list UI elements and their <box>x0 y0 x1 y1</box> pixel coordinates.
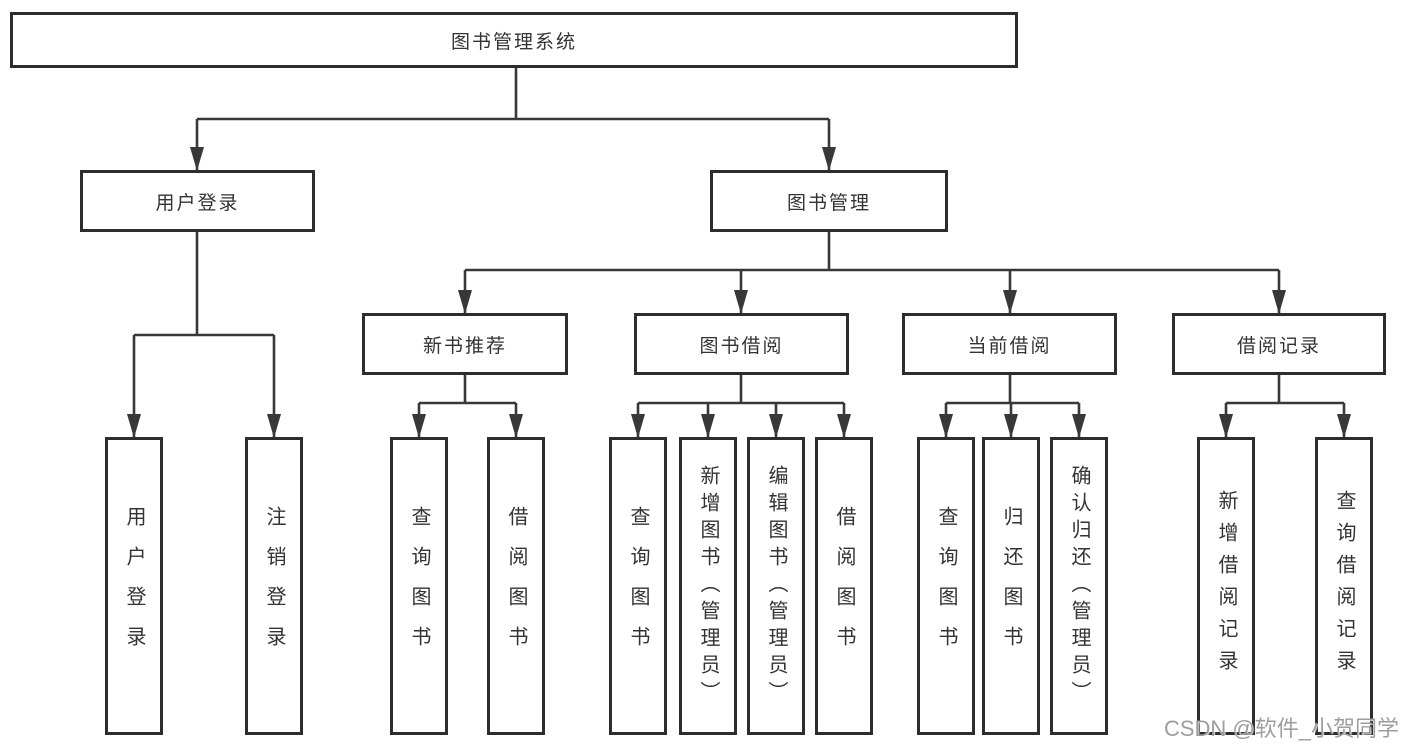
leaf-label: 新增借阅记录 <box>1215 490 1237 682</box>
arrows-level2 <box>190 119 836 171</box>
node-label: 图书借阅 <box>699 335 784 357</box>
leaf-label: 归还图书 <box>1000 506 1022 666</box>
node-label: 新书推荐 <box>422 335 507 357</box>
node-user-login: 用户登录 <box>80 170 315 232</box>
leaf-label: 查询图书 <box>935 506 957 666</box>
leaf-label: 注销登录 <box>263 506 285 666</box>
leaf-label: 查询图书 <box>627 506 649 666</box>
arrows-level3 <box>458 270 1286 314</box>
node-new-book-recommend: 新书推荐 <box>362 313 568 375</box>
csdn-watermark: CSDN @软件_小贺同学 <box>1163 716 1399 741</box>
leaf-logout: 注销登录 <box>245 437 303 735</box>
leaf-label: 用户登录 <box>123 506 145 666</box>
leaf-add-books-admin: 新增图书（管理员） <box>679 437 737 735</box>
leaf-add-borrow-record: 新增借阅记录 <box>1197 437 1255 735</box>
leaf-label: 查询图书 <box>408 506 430 666</box>
node-label: 当前借阅 <box>967 335 1052 357</box>
leaf-current-query-books: 查询图书 <box>917 437 975 735</box>
leaf-label: 新增图书（管理员） <box>697 464 719 708</box>
leaf-query-borrow-record: 查询借阅记录 <box>1315 437 1373 735</box>
leaf-label: 确认归还（管理员） <box>1068 464 1090 708</box>
leaf-edit-books-admin: 编辑图书（管理员） <box>747 437 805 735</box>
node-book-management: 图书管理 <box>710 170 948 232</box>
leaf-label: 借阅图书 <box>833 506 855 666</box>
node-root-library-system: 图书管理系统 <box>10 12 1018 68</box>
leaf-return-books: 归还图书 <box>982 437 1040 735</box>
leaf-label: 编辑图书（管理员） <box>765 464 787 708</box>
leaf-borrow-query-books: 查询图书 <box>609 437 667 735</box>
leaf-borrow-books: 借阅图书 <box>815 437 873 735</box>
node-label: 图书管理 <box>786 192 871 214</box>
leaf-user-login: 用户登录 <box>105 437 163 735</box>
node-book-borrowing: 图书借阅 <box>634 313 849 375</box>
node-label: 图书管理系统 <box>450 31 577 53</box>
node-current-borrowing: 当前借阅 <box>902 313 1117 375</box>
node-label: 借阅记录 <box>1236 335 1321 357</box>
leaf-recommend-borrow-books: 借阅图书 <box>487 437 545 735</box>
leaf-confirm-return-admin: 确认归还（管理员） <box>1050 437 1108 735</box>
node-label: 用户登录 <box>155 192 240 214</box>
leaf-recommend-query-books: 查询图书 <box>390 437 448 735</box>
leaf-label: 借阅图书 <box>505 506 527 666</box>
leaf-label: 查询借阅记录 <box>1333 490 1355 682</box>
node-borrowing-records: 借阅记录 <box>1172 313 1386 375</box>
